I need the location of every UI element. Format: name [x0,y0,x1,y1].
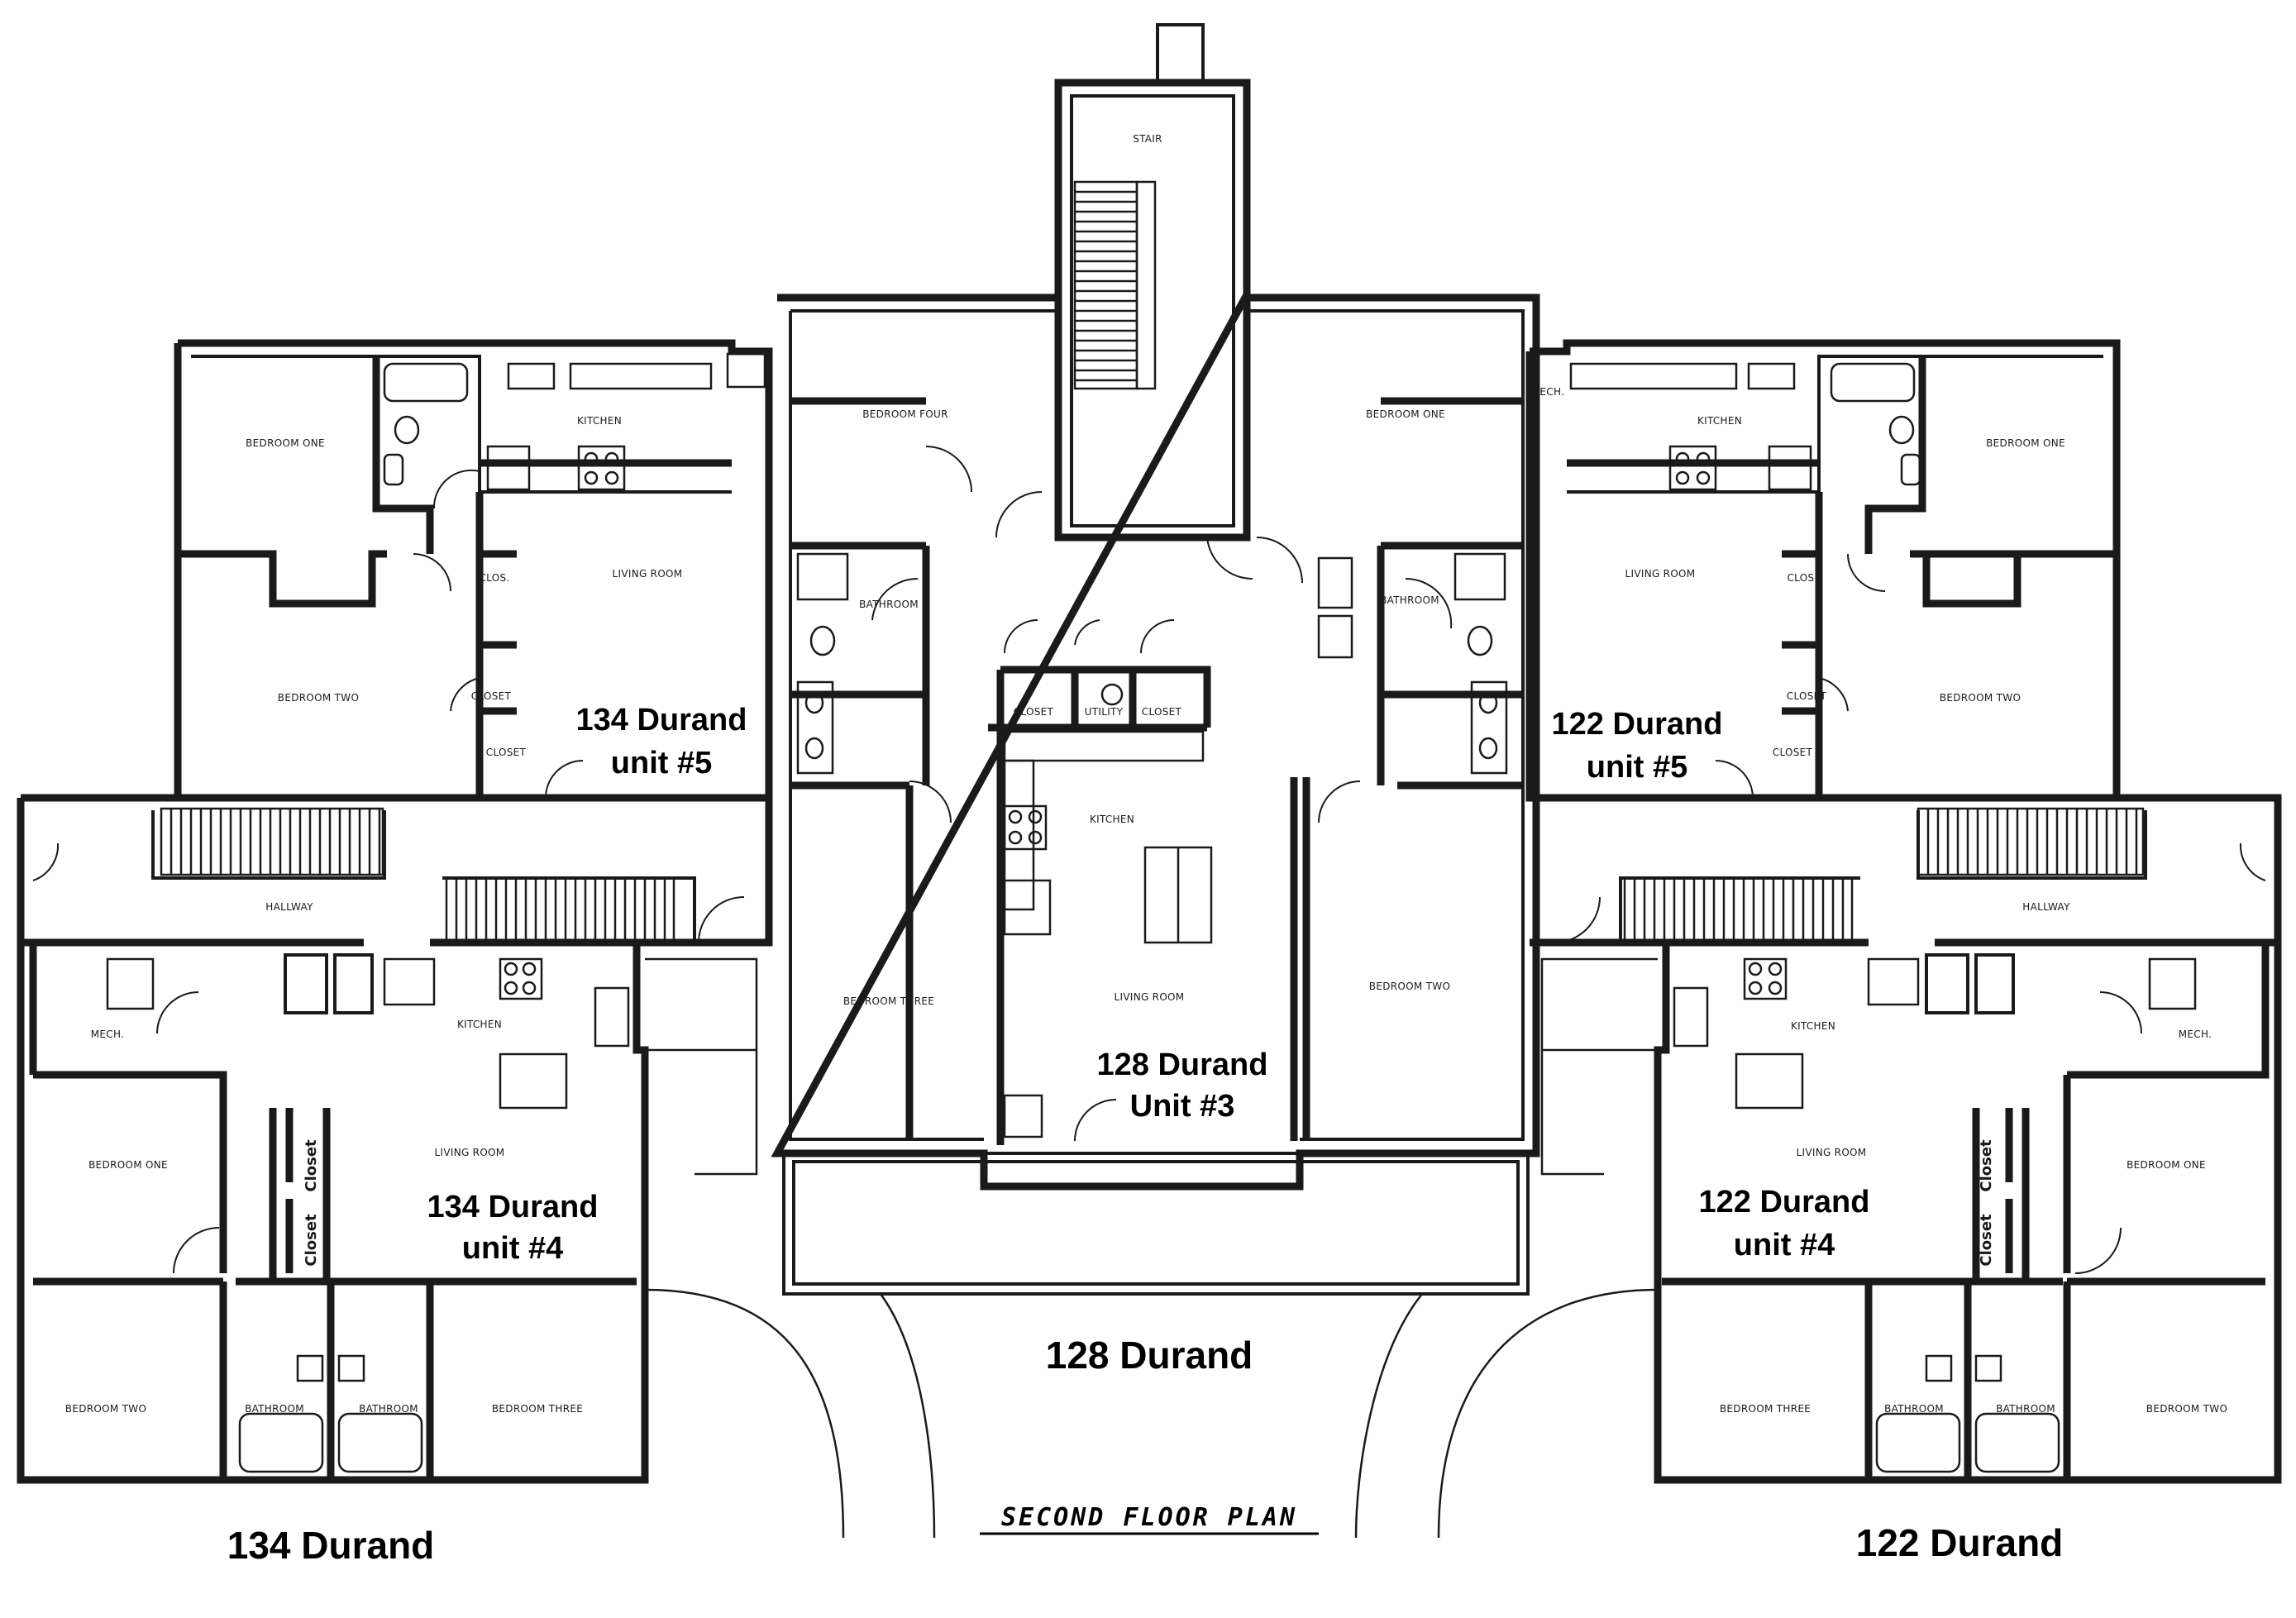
room-bedroom-four-128: BEDROOM FOUR [862,408,948,420]
room-bathroom-134-4-b: BATHROOM [359,1403,418,1415]
room-bedroom-three-122-4: BEDROOM THREE [1720,1403,1811,1415]
stairs [160,180,2145,942]
building-label-122: 122 Durand [1856,1521,2064,1564]
room-bathroom-122-4-b: BATHROOM [1996,1403,2055,1415]
room-living-room-134-4: LIVING ROOM [435,1147,505,1158]
building-label-128: 128 Durand [1046,1334,1253,1377]
plan-title: SECOND FLOOR PLAN [1001,1503,1297,1532]
room-kitchen-128: KITCHEN [1090,814,1134,825]
room-closet-vertical-122-b: Closet [1978,1214,1995,1267]
room-closet-128-a: CLOSET [1014,706,1054,718]
room-bedroom-three-128: BEDROOM THREE [843,995,934,1007]
room-living-room-134-5: LIVING ROOM [613,568,683,580]
room-closet-128-b: CLOSET [1142,706,1182,718]
room-kitchen-134-4: KITCHEN [457,1019,502,1030]
unit-134-5-line2: unit #5 [611,746,712,780]
room-mech-122: MECH. [2179,1029,2212,1040]
room-closet-122-5-b: CLOSET [1773,747,1813,758]
room-clos-122-5: CLOS. [1787,572,1817,584]
room-hallway-122: HALLWAY [2022,901,2070,913]
room-mech-134: MECH. [91,1029,124,1040]
room-bedroom-one-134-5: BEDROOM ONE [246,437,325,449]
unit-122-5-line1: 122 Durand [1552,707,1723,742]
room-stair: STAIR [1133,133,1162,145]
room-living-room-122-4: LIVING ROOM [1797,1147,1867,1158]
room-bedroom-one-128: BEDROOM ONE [1366,408,1445,420]
room-labels: STAIR BEDROOM FOUR BEDROOM ONE BATHROOM … [65,133,2227,1415]
room-hallway-134: HALLWAY [265,901,313,913]
room-closet-vertical-122-a: Closet [1978,1139,1995,1192]
room-bathroom-128-left: BATHROOM [859,599,919,610]
room-living-room-122-5: LIVING ROOM [1625,568,1696,580]
unit-122-5-line2: unit #5 [1587,750,1687,785]
room-closet-vertical-134-b: Closet [303,1214,320,1267]
room-bedroom-three-134-4: BEDROOM THREE [492,1403,583,1415]
room-bedroom-one-122-4: BEDROOM ONE [2127,1159,2206,1171]
decks [644,957,1659,1539]
room-bedroom-two-122-5: BEDROOM TWO [1940,692,2021,704]
room-bedroom-two-134-4: BEDROOM TWO [65,1403,146,1415]
room-closet-122-5-a: CLOSET [1787,690,1827,702]
room-clos-134-5: CLOS. [479,572,509,584]
walls [17,23,2282,1484]
room-living-room-128: LIVING ROOM [1115,991,1185,1003]
room-kitchen-122-5: KITCHEN [1697,415,1742,427]
room-bathroom-122-4-a: BATHROOM [1884,1403,1944,1415]
room-bedroom-one-122-5: BEDROOM ONE [1986,437,2065,449]
room-closet-134-5-a: CLOSET [471,690,512,702]
unit-122-4-line2: unit #4 [1734,1228,1835,1262]
room-closet-vertical-134-a: Closet [303,1139,320,1192]
building-label-134: 134 Durand [227,1524,435,1567]
doors [32,446,2266,1274]
unit-labels: 134 Durand unit #5 122 Durand unit #5 12… [427,703,1870,1266]
building-labels: 128 Durand 134 Durand 122 Durand SECOND … [227,1334,2064,1567]
room-bedroom-one-134-4: BEDROOM ONE [88,1159,168,1171]
room-kitchen-122-4: KITCHEN [1791,1020,1835,1032]
unit-134-4-line1: 134 Durand [427,1190,599,1224]
unit-128-3-line1: 128 Durand [1097,1048,1268,1082]
room-bathroom-134-4-a: BATHROOM [245,1403,304,1415]
room-bedroom-two-122-4: BEDROOM TWO [2146,1403,2227,1415]
room-mech-short-122: MECH. [1531,386,1564,398]
unit-122-4-line1: 122 Durand [1699,1185,1870,1219]
unit-134-5-line1: 134 Durand [576,703,747,737]
unit-134-4-line2: unit #4 [462,1231,563,1266]
room-closet-134-5-b: CLOSET [486,747,527,758]
room-kitchen-134-5: KITCHEN [577,415,622,427]
room-bedroom-two-134-5: BEDROOM TWO [278,692,359,704]
room-utility-128: UTILITY [1085,706,1124,718]
unit-128-3-line2: Unit #3 [1130,1089,1235,1124]
fixtures [106,352,2197,1473]
room-bedroom-two-128: BEDROOM TWO [1369,981,1450,992]
room-bathroom-128-right: BATHROOM [1380,594,1439,606]
